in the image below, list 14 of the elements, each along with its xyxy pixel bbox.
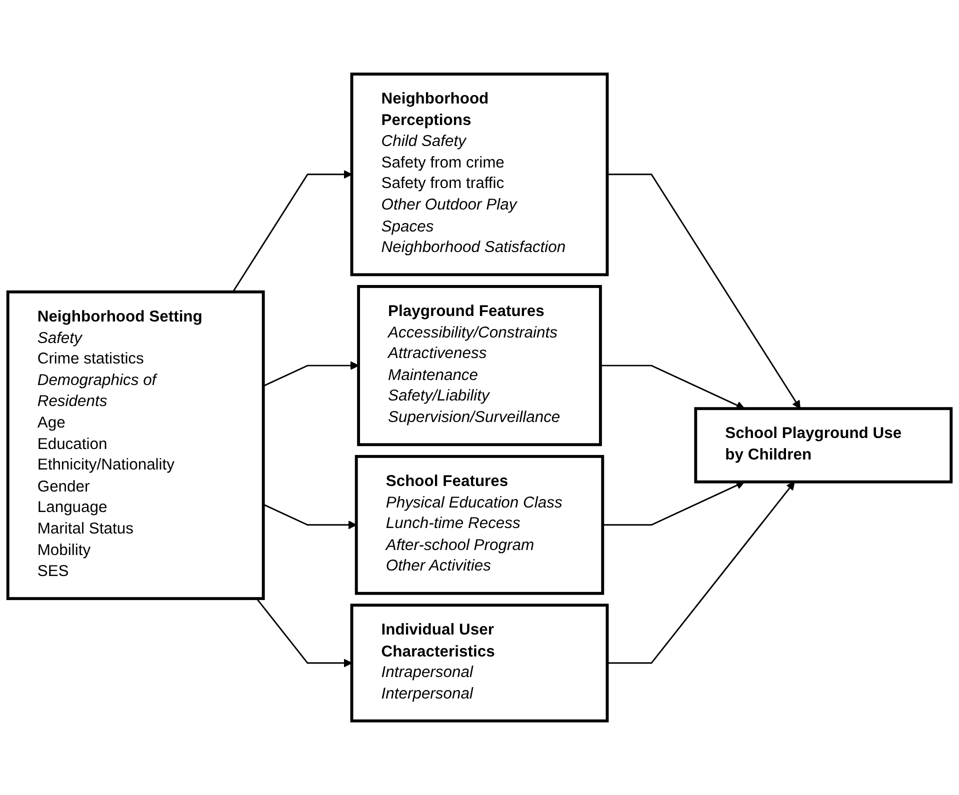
node-box: Neighborhood Setting Safety Crime statistics Demographics of Residents Age Education Ethnicity/Nationality Gender Language Marital Status Mobility SES xyxy=(6,290,265,600)
arrow xyxy=(607,482,795,664)
arrow xyxy=(256,598,352,668)
node-box: Individual User Characteristics Intrapersonal Interpersonal xyxy=(350,604,609,722)
arrow xyxy=(607,174,801,409)
arrow xyxy=(263,504,357,530)
arrow xyxy=(263,361,359,387)
arrow xyxy=(600,364,745,410)
node-box: Neighborhood Perceptions Child Safety Safety from crime Safety from traffic Other Outdoor Play Spaces Neighborhood Satisfaction xyxy=(350,72,609,276)
node-box: Playground Features Accessibility/Constraints Attractiveness Maintenance Safety/Liability Supervision/Surveillance xyxy=(357,285,602,446)
arrow xyxy=(602,481,745,526)
node-box: School Features Physical Education Class Lunch-time Recess After-school Program Other Activities xyxy=(354,454,604,595)
node-box: School Playground Use by Children xyxy=(694,407,953,484)
arrow xyxy=(232,170,352,292)
